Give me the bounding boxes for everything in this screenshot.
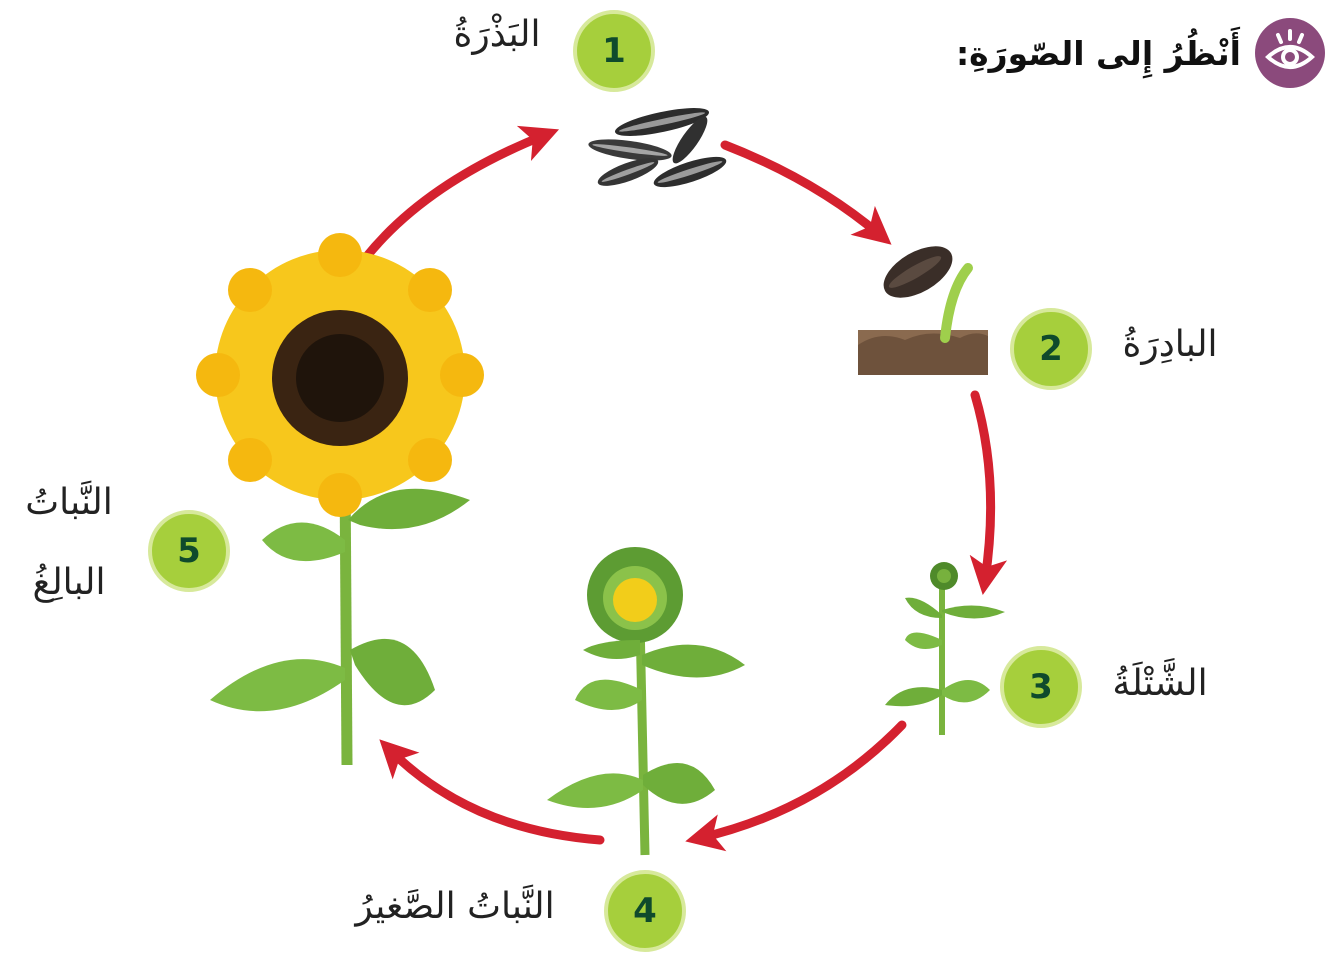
stage-number-badge: 4 xyxy=(604,870,686,952)
arrow-seed-to-sprout xyxy=(720,140,892,245)
seedling-illustration xyxy=(885,562,1005,735)
stage-label-young-plant: النَّباتُ الصَّغيرُ xyxy=(355,886,555,927)
stage-number-badge: 5 xyxy=(148,510,230,592)
mature-sunflower-illustration xyxy=(196,233,484,766)
arrow-young-to-mature xyxy=(379,739,605,845)
stage-number-badge: 1 xyxy=(573,10,655,92)
stage-label-mature-plant-line2: البالِغُ xyxy=(32,562,106,603)
arrow-mature-to-seed xyxy=(355,125,560,270)
stage-number-badge: 2 xyxy=(1010,308,1092,390)
stage-label-mature-plant-line1: النَّباتُ xyxy=(25,482,113,523)
young-plant-illustration xyxy=(547,547,745,856)
sprout-illustration xyxy=(858,246,988,375)
stage-label-seed: البَذْرَةُ xyxy=(453,14,541,55)
stage-label-seedling: الشَّتْلَةُ xyxy=(1112,663,1208,704)
instruction-title: أَنْظُرُ إِلى الصّورَةِ: xyxy=(955,33,1241,73)
stage-number-badge: 3 xyxy=(1000,646,1082,728)
instruction-header: أَنْظُرُ إِلى الصّورَةِ: xyxy=(956,18,1325,88)
eye-icon xyxy=(1255,18,1325,88)
stage-label-sprout: البادِرَةُ xyxy=(1122,324,1218,365)
arrow-seedling-to-young-plant xyxy=(685,720,907,852)
seeds-illustration xyxy=(588,108,727,188)
arrow-sprout-to-seedling xyxy=(969,390,1008,595)
